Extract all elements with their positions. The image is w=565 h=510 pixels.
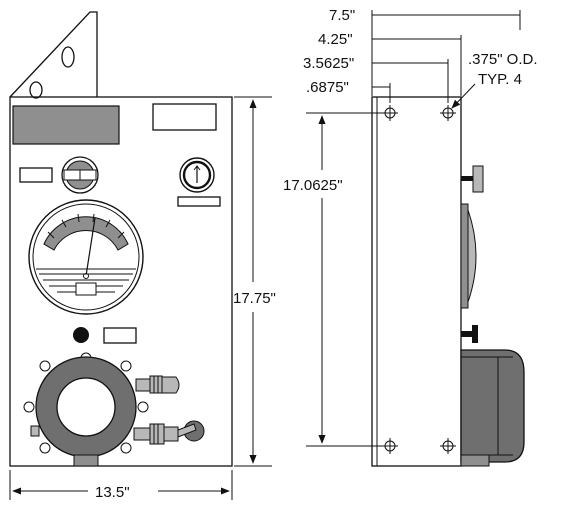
analog-meter <box>28 199 144 315</box>
mounting-bracket <box>9 11 98 98</box>
side-panel <box>371 96 462 467</box>
hole-note: .375" O.D. TYP. 4 <box>451 51 538 109</box>
front-width-label: 13.5" <box>95 484 130 501</box>
side-ring-housing <box>460 349 525 467</box>
indicator-label <box>103 327 137 344</box>
hole-spacing-dimension: 17.0625" <box>283 112 384 447</box>
dim-7-5-label: 7.5" <box>329 7 355 24</box>
side-view <box>371 96 525 467</box>
front-view <box>9 11 233 467</box>
side-fitting-lower <box>133 420 205 445</box>
label-plate <box>152 103 217 131</box>
hole-spacing-label: 17.0625" <box>283 177 343 194</box>
hole-typ-label: TYP. 4 <box>478 71 522 88</box>
bracket-hole-upper <box>61 46 75 68</box>
bracket-hole-lower <box>29 81 43 99</box>
mounting-holes <box>382 105 456 454</box>
hole-od-label: .375" O.D. <box>468 51 538 68</box>
ring-fitting <box>23 352 149 467</box>
gauge-label <box>177 196 221 207</box>
front-panel <box>9 96 233 467</box>
small-gauge <box>179 157 215 193</box>
front-height-dimension: 17.75" <box>233 96 276 467</box>
dim-3-5625-label: 3.5625" <box>303 55 354 72</box>
side-indicator <box>461 325 478 343</box>
side-knob <box>461 165 484 193</box>
small-label-left <box>19 167 53 183</box>
dim-4-25-label: 4.25" <box>318 31 353 48</box>
side-top-dimensions: 7.5" 4.25" 3.5625" .6875" <box>303 7 521 103</box>
display-window <box>12 105 120 145</box>
side-meter-profile <box>460 203 477 309</box>
indicator-light <box>73 327 89 343</box>
front-width-dimension: 13.5" <box>9 470 233 501</box>
selector-knob <box>61 156 99 194</box>
side-fitting-upper <box>135 375 180 394</box>
front-height-label: 17.75" <box>233 290 276 307</box>
dim-6875-label: .6875" <box>306 79 349 96</box>
